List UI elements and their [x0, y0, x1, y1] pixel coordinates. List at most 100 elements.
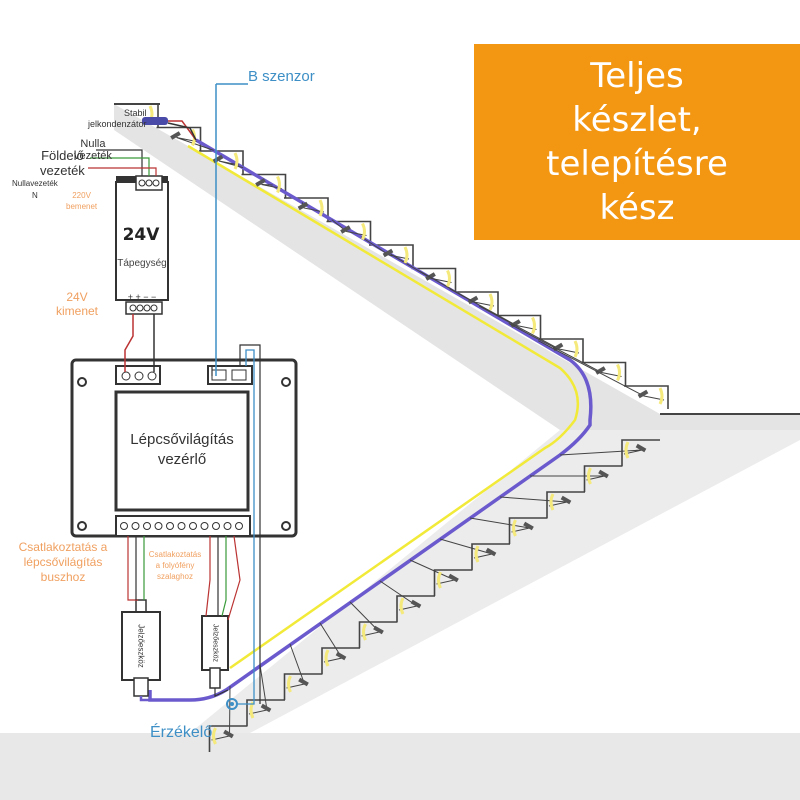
connector	[255, 178, 266, 187]
connector	[448, 573, 459, 583]
stair-step	[454, 291, 499, 315]
step-light	[324, 649, 330, 667]
bus-connect-label: Csatlakoztatás a lépcsővilágítás buszhoz	[18, 540, 108, 584]
connector	[340, 225, 351, 234]
step-light	[531, 316, 536, 335]
step-light	[488, 293, 494, 311]
terminal-screw	[120, 522, 128, 530]
signal-device-right-label: Jelzőeszköz	[211, 623, 219, 663]
connector	[410, 599, 422, 609]
controller-sensor-terminal	[207, 365, 253, 385]
connector	[298, 677, 309, 687]
neutral-top-label: Nulla vezeték	[74, 138, 112, 162]
step-light	[616, 363, 621, 382]
strip-wire	[205, 536, 211, 617]
output-24-label: 24V kimenet	[56, 290, 99, 318]
stair-step	[411, 267, 457, 292]
step-light	[573, 340, 579, 358]
terminal-screw	[154, 522, 163, 530]
psu-terminal-signs: + + − −	[128, 292, 157, 302]
stair-step	[583, 465, 623, 492]
step-light	[276, 175, 281, 194]
ground-label: Földelő vezeték	[40, 148, 85, 178]
signal-device-left-label: Jelzőeszköz	[136, 624, 146, 668]
step-light	[361, 222, 366, 241]
stair-step	[358, 621, 398, 648]
stair-step	[246, 699, 285, 726]
connector	[260, 703, 272, 713]
connector	[560, 495, 572, 505]
capacitor-wire	[168, 120, 197, 141]
promo-banner: Teljes készlet, telepítésre kész	[474, 44, 800, 240]
step-light	[318, 199, 324, 217]
stair-step	[496, 314, 542, 339]
connector	[170, 131, 181, 140]
connector	[485, 547, 497, 557]
strip-connect-label: Csatlakoztatás a folyófény szalaghoz	[148, 550, 202, 581]
branch-wire	[449, 288, 537, 330]
connector	[595, 366, 606, 375]
connector	[382, 248, 394, 258]
stair-step	[581, 361, 627, 386]
psu-voltage-label: 24V	[123, 225, 161, 245]
connector	[598, 469, 609, 479]
connector	[425, 272, 436, 281]
connector	[223, 729, 234, 739]
stair-step	[621, 439, 660, 466]
branch-wire	[360, 236, 410, 260]
step-light	[362, 623, 367, 641]
step-light	[446, 269, 451, 288]
connector	[335, 651, 347, 661]
bus-wire	[127, 536, 138, 601]
terminal-screw	[223, 522, 232, 530]
stair-step	[369, 244, 414, 268]
sensor-label: Érzékelő	[150, 724, 213, 741]
branch-wire	[508, 322, 622, 377]
strip-wire	[214, 688, 229, 697]
banner-text: Teljes készlet, telepítésre kész	[546, 56, 728, 228]
sensor-a-wire	[237, 349, 255, 705]
b-sensor-label: B szenzor	[248, 68, 315, 85]
stair-step	[539, 338, 584, 362]
step-light	[437, 571, 442, 589]
power-supply	[115, 175, 169, 315]
stair-step	[546, 491, 585, 518]
controller-output-terminals	[115, 515, 251, 537]
connector	[637, 389, 649, 399]
ground-wire	[96, 149, 143, 176]
step-light	[549, 493, 555, 511]
terminal-screw	[200, 522, 209, 530]
controller-label: Lépcsővilágítás vezérlő	[130, 431, 234, 468]
floor	[0, 733, 800, 800]
connector	[523, 521, 534, 531]
capacitor-wire	[167, 122, 197, 141]
connector	[467, 295, 479, 305]
sensor-a-wire	[239, 344, 261, 704]
signal-device-right	[201, 615, 229, 689]
led-bus-cable	[148, 131, 665, 741]
branch-wire	[331, 219, 367, 236]
terminal-screw	[177, 522, 186, 530]
branch-wire	[176, 137, 214, 151]
stair-step	[208, 725, 248, 752]
branch-wire	[537, 340, 665, 401]
branch-wire	[478, 305, 580, 354]
capacitor	[142, 117, 168, 125]
bus-wire	[139, 696, 190, 702]
step-light	[587, 467, 592, 485]
stair-step	[471, 543, 510, 570]
terminal-screw	[189, 522, 197, 530]
wires	[88, 83, 261, 705]
stair-step	[321, 647, 360, 674]
branch-wire	[261, 184, 282, 189]
step-light	[233, 152, 239, 170]
step-light	[474, 545, 480, 563]
step-lights	[148, 105, 664, 745]
terminal-screw	[131, 522, 140, 530]
connector	[635, 443, 647, 453]
capacitor-label: Stabil jelkondenzátor	[88, 108, 147, 129]
yellow-strip-wire	[187, 144, 580, 670]
stair-step	[508, 517, 548, 544]
step-light	[212, 727, 217, 745]
